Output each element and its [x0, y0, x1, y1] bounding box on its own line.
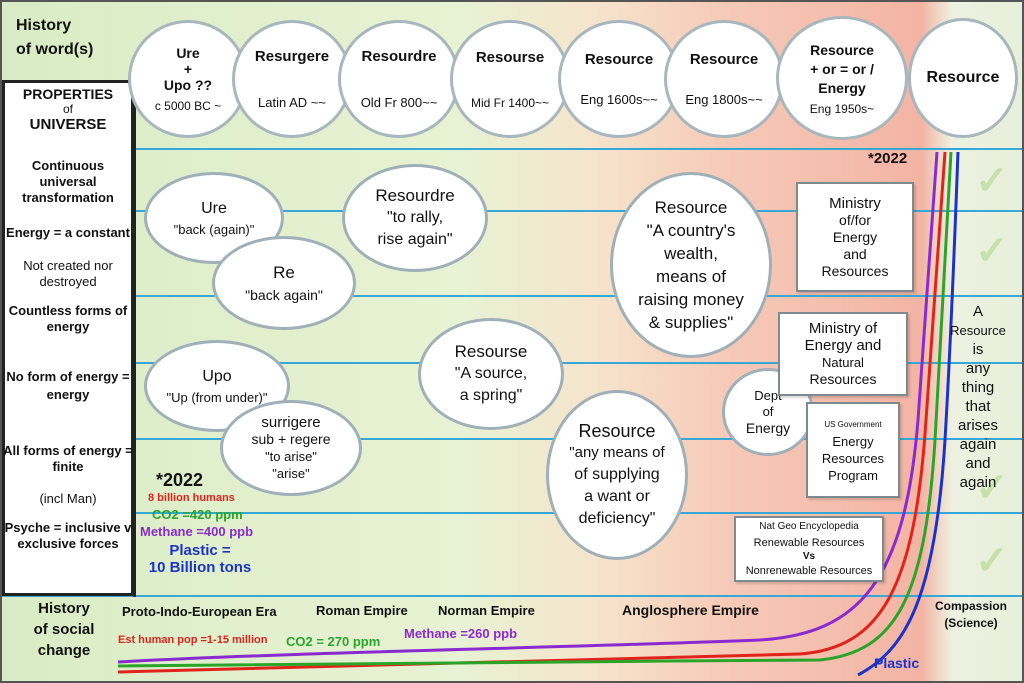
word-resurgere: Resurgere Latin AD ~~ [232, 20, 352, 138]
era-roman: Roman Empire [316, 603, 408, 618]
properties-panel [2, 80, 134, 596]
check-icon: ✓ [975, 229, 1009, 273]
year-2022-top: *2022 [868, 150, 908, 167]
social-change-title: History of social change [33, 600, 95, 659]
check-icon: ✓ [975, 466, 1009, 510]
stats-plastic: Plastic = 10 Billion tons [148, 542, 252, 576]
meaning-resource-wealth: Resource "A country's wealth, means of r… [610, 172, 772, 358]
word-resourse: Resourse Mid Fr 1400~~ [450, 20, 570, 138]
word-resource-now: Resource [908, 18, 1018, 138]
stats-co2: CO2 =420 ppm [152, 507, 243, 522]
property-psyche: Psyche = inclusive v exclusive forces [4, 520, 132, 551]
property-divider [133, 80, 136, 597]
word-resourdre: Resourdre Old Fr 800~~ [338, 20, 460, 138]
word-resource-energy: Resource + or = or / Energy Eng 1950s~ [776, 16, 908, 140]
meaning-resourse: Resourse "A source, a spring" [418, 318, 564, 430]
plastic-curve [857, 151, 960, 677]
property-no-form: No form of energy = energy [6, 369, 130, 402]
meaning-surrigere: surrigere sub + regere "to arise" "arise… [220, 400, 362, 496]
resource-definition: A Resource is any thing that arises agai… [950, 303, 1006, 491]
era-proto-indo-european: Proto-Indo-European Era [122, 604, 277, 619]
property-countless-forms: Countless forms of energy [8, 303, 128, 334]
check-icon: ✓ [975, 539, 1009, 583]
meaning-resourdre: Resourdre "to rally, rise again" [342, 164, 488, 272]
methane-curve [117, 151, 939, 664]
era-norman: Norman Empire [438, 603, 535, 618]
stats-year: *2022 [156, 470, 204, 490]
co2-curve [117, 151, 953, 668]
era-anglosphere: Anglosphere Empire [622, 602, 759, 618]
meaning-re: Re "back again" [212, 236, 356, 330]
meaning-resource-want: Resource "any means of of supplying a wa… [546, 390, 688, 560]
social-plastic: Plastic [874, 655, 920, 671]
property-energy-constant: Energy = a constant [6, 225, 130, 240]
word-ure-upo: Ure + Upo ?? c 5000 BC ~ [128, 20, 248, 138]
social-pop: Est human pop =1-15 million [118, 634, 268, 646]
property-finite: All forms of energy = finite [3, 443, 133, 474]
property-transformation: Continuous universal transformation [22, 158, 114, 205]
stats-humans: 8 billion humans [148, 492, 235, 504]
social-methane: Methane =260 ppb [404, 626, 518, 641]
stats-methane: Methane =400 ppb [140, 524, 254, 539]
ministry-natural-resources: Ministry of Energy and Natural Resources [778, 312, 908, 396]
compassion-science: Compassion (Science) [934, 599, 1007, 630]
social-co2: CO2 = 270 ppm [286, 634, 381, 649]
nat-geo-encyclopedia: Nat Geo Encyclopedia Renewable Resources… [734, 516, 884, 582]
ministry-energy-resources: Ministry of/for Energy and Resources [796, 182, 914, 292]
us-government-program: US Government Energy Resources Program [806, 402, 900, 498]
word-resource-1800s: Resource Eng 1800s~~ [664, 20, 784, 138]
check-icon: ✓ [975, 159, 1009, 203]
property-not-created: Not created nor destroyed [23, 258, 113, 289]
human-pop-curve [117, 151, 947, 674]
properties-title: PROPERTIES of UNIVERSE [22, 86, 114, 133]
property-incl-man: (incl Man) [39, 491, 97, 506]
history-of-words-title: History of word(s) [16, 17, 94, 58]
